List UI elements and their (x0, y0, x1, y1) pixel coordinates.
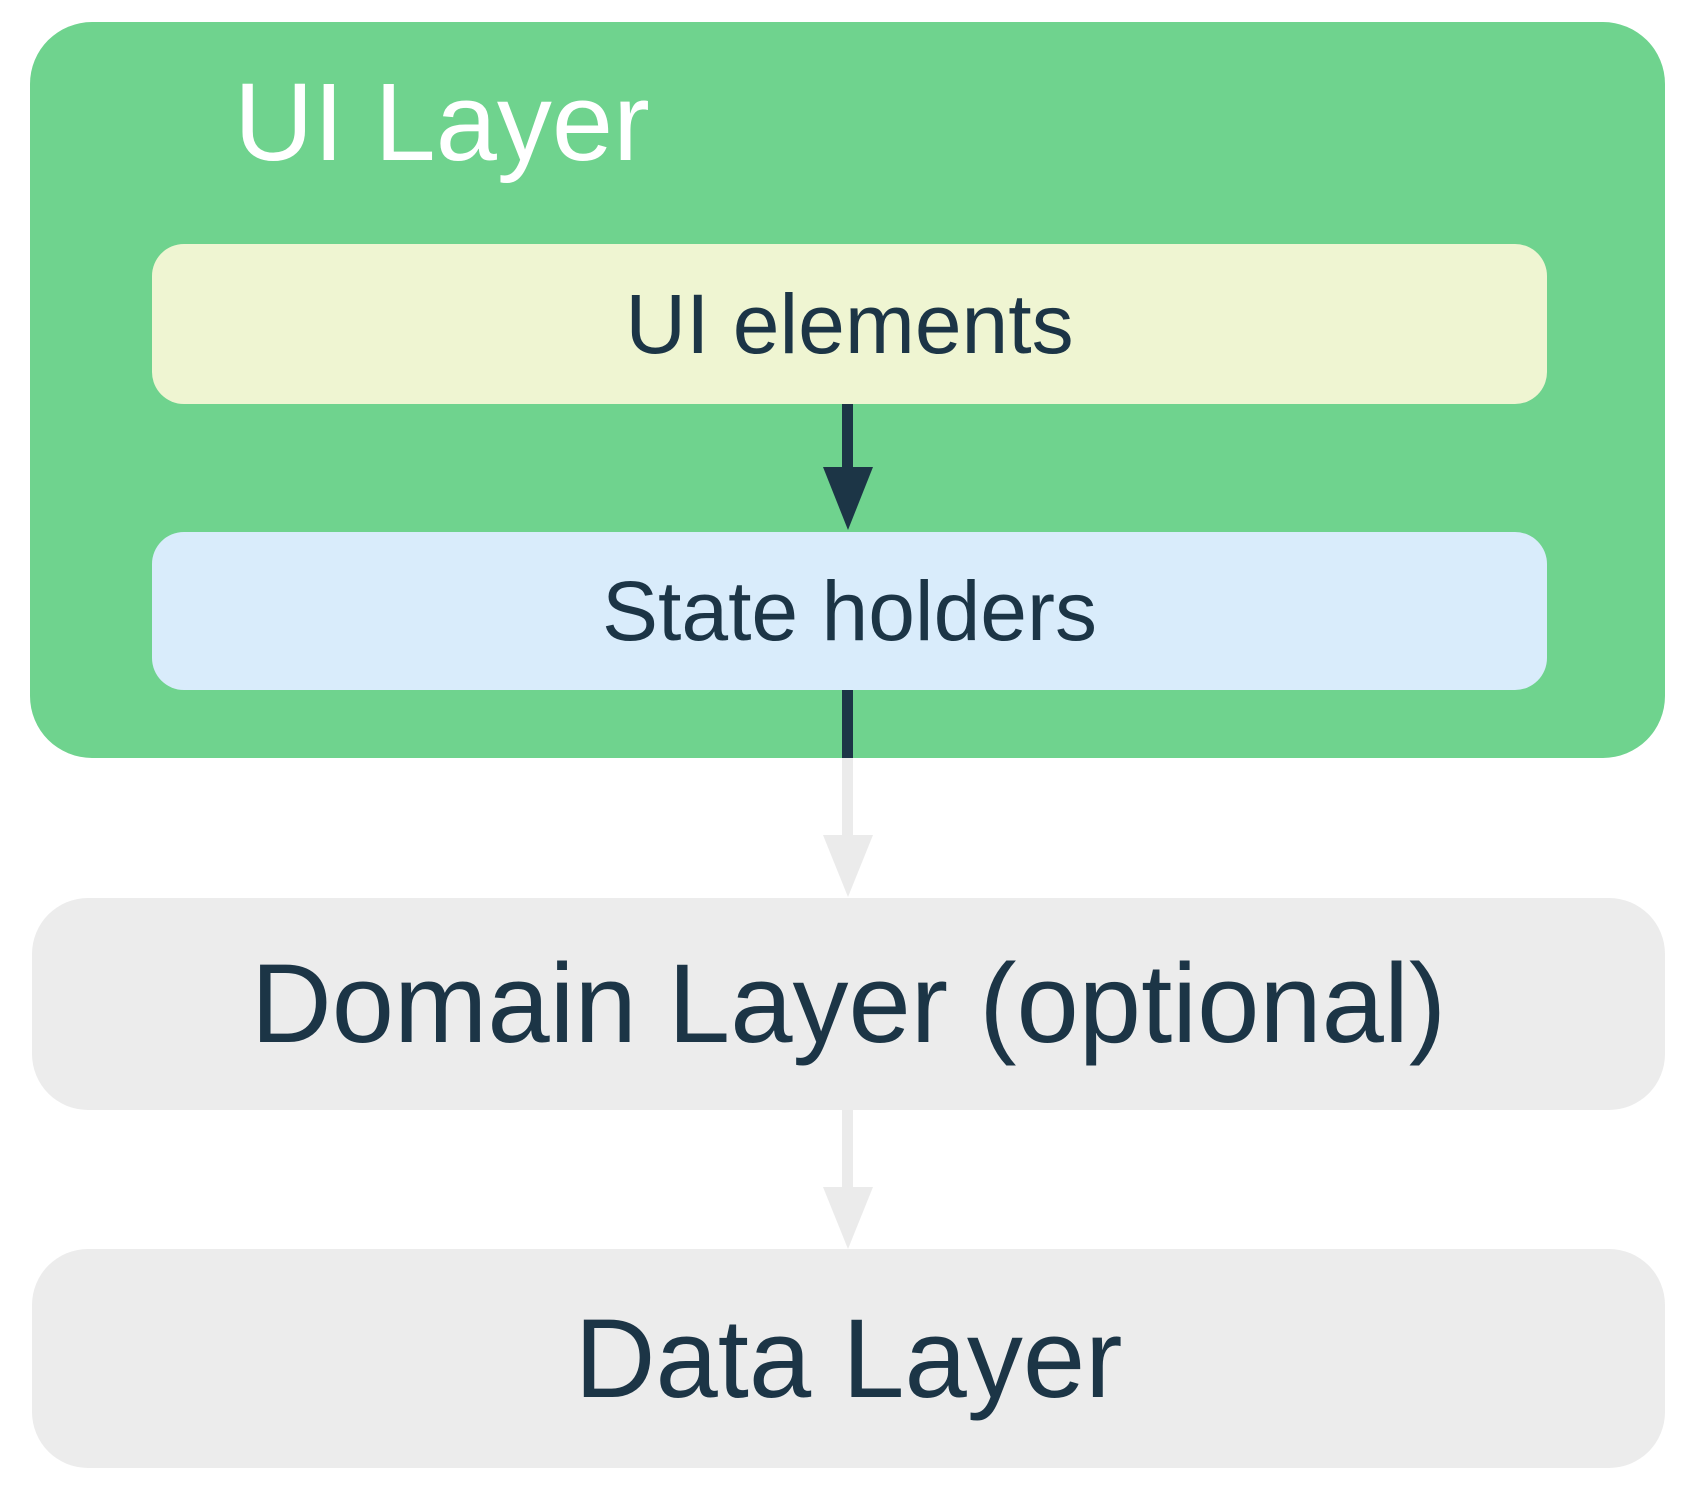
arrow-head-icon (823, 467, 873, 530)
state-holders-box: State holders (152, 532, 1547, 690)
arrow-stem (842, 690, 853, 758)
state-holders-label: State holders (602, 564, 1097, 658)
arrow-stem (842, 1110, 853, 1187)
domain-layer-box: Domain Layer (optional) (32, 898, 1665, 1110)
arrow-head-icon (823, 1187, 873, 1249)
data-layer-label: Data Layer (574, 1296, 1123, 1421)
ui-layer-title: UI Layer (234, 61, 650, 184)
domain-layer-label: Domain Layer (optional) (250, 941, 1447, 1066)
arrow-stem (842, 758, 853, 835)
arrow-head-icon (823, 835, 873, 897)
ui-elements-label: UI elements (625, 277, 1074, 371)
ui-elements-box: UI elements (152, 244, 1547, 404)
data-layer-box: Data Layer (32, 1249, 1665, 1468)
arrow-stem (842, 404, 853, 467)
